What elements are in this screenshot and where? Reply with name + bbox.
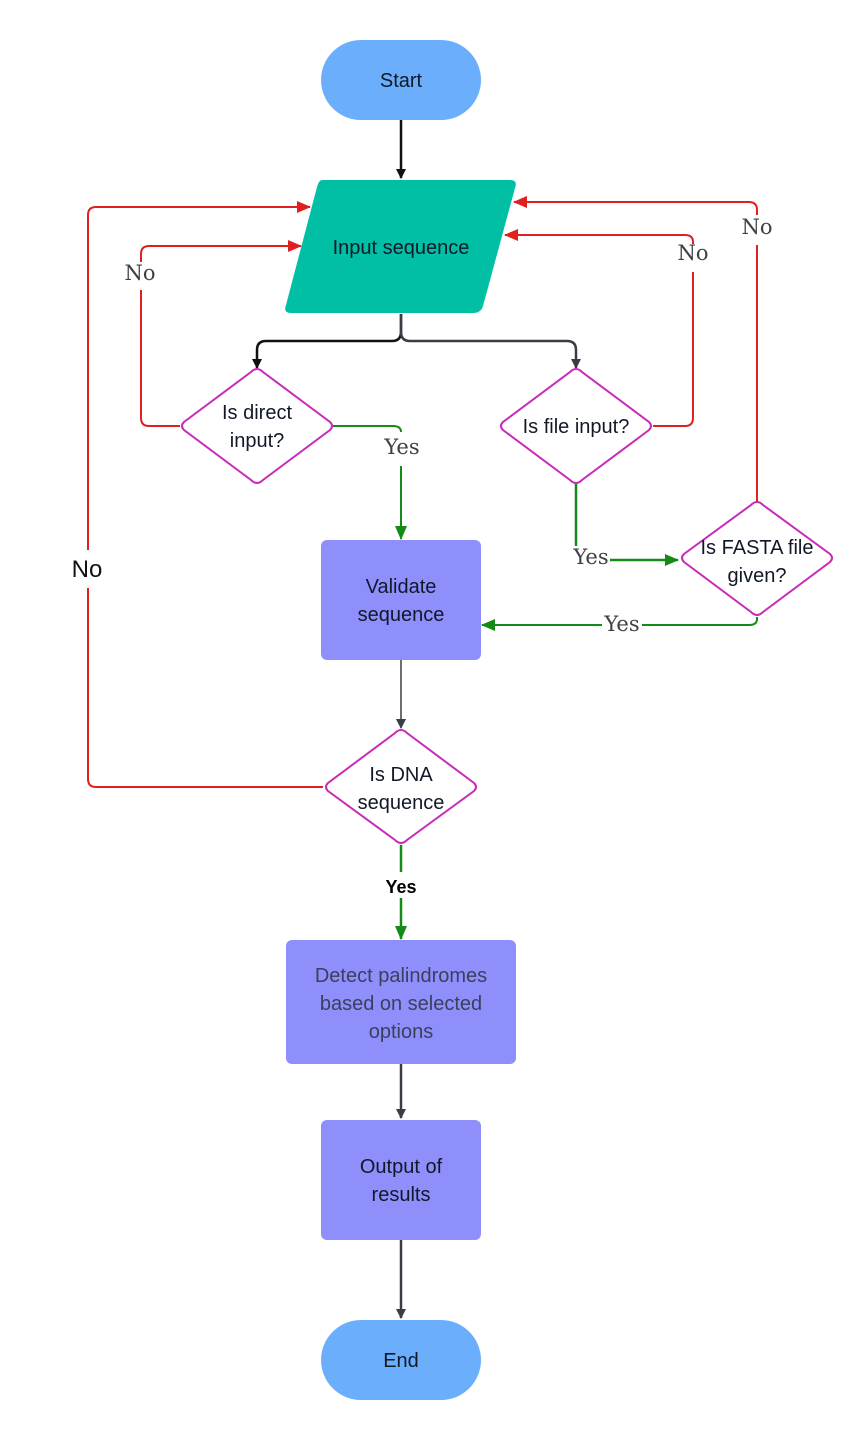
node-is-fasta-line1: Is FASTA file [701,537,814,559]
node-is-direct-input-line1: Is direct [222,402,292,424]
edge-label-fasta-no: No [741,215,772,239]
node-validate: Validate sequence [321,540,481,660]
node-is-fasta: Is FASTA file given? [681,500,833,617]
node-output-line1: Output of [360,1156,443,1178]
edge-dna-no [87,588,323,788]
node-is-fasta-line2: given? [728,565,787,587]
edge-label-file-no: No [677,241,708,265]
node-output-line2: results [372,1184,431,1206]
node-output: Output of results [321,1120,481,1240]
node-is-dna-line1: Is DNA [369,764,433,786]
node-detect-line3: options [369,1021,434,1043]
node-is-direct-input: Is direct input? [181,367,333,485]
edge-label-dna-yes: Yes [385,877,416,897]
node-validate-line2: sequence [358,604,445,626]
edge-input-to-direct [252,314,403,369]
node-detect: Detect palindromes based on selected opt… [286,940,516,1064]
node-end: End [321,1320,481,1400]
node-is-dna-line2: sequence [358,792,445,814]
edge-label-direct-yes: Yes [383,435,419,459]
node-validate-line1: Validate [366,576,437,598]
node-input-sequence-label: Input sequence [333,237,470,259]
edge-fasta-yes [642,617,758,626]
edge-input-to-file [399,314,581,369]
edge-file-no-top [504,229,694,244]
node-is-file-input: Is file input? [500,367,652,485]
node-end-label: End [383,1350,419,1372]
edge-dna-no-top [87,201,311,550]
edge-fasta-no-top [513,196,758,215]
node-is-file-input-label: Is file input? [523,416,630,438]
node-detect-line2: based on selected [320,993,482,1015]
node-is-direct-input-line2: input? [230,430,285,452]
edge-file-no [653,272,694,427]
edge-label-file-yes: Yes [572,545,608,569]
node-input-sequence: Input sequence [285,180,516,313]
node-start-label: Start [380,70,423,92]
edge-label-fasta-yes: Yes [603,612,639,636]
edge-direct-no [140,290,180,427]
edge-label-dna-no: No [72,556,103,583]
node-detect-line1: Detect palindromes [315,965,487,987]
edge-direct-yes [333,425,402,433]
node-start: Start [321,40,481,120]
edge-label-direct-no: No [124,261,155,285]
edge-direct-no-top [140,240,302,262]
node-is-dna: Is DNA sequence [325,728,477,845]
